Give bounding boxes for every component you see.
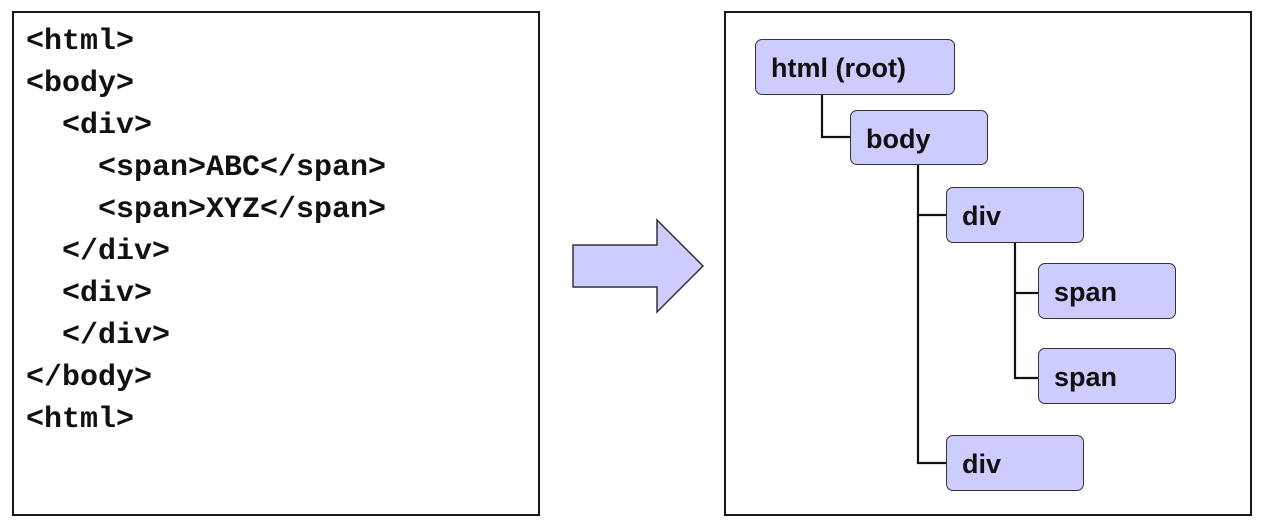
node-label: div [962,201,1002,231]
code-line: <html> [26,403,135,437]
code-line: <html> [26,25,135,59]
html-source-panel: <html> <body> <div> <span>ABC</span> <sp… [12,11,540,516]
code-line: </div> [26,235,171,269]
node-label: span [1054,362,1118,392]
node-label: html (root) [771,53,906,83]
tree-node-span: span [1038,263,1176,319]
tree-node-div: div [946,435,1084,491]
tree-node-html-root: html (root) [755,39,955,95]
code-line: </body> [26,361,153,395]
node-label: div [962,449,1002,479]
tree-node-body: body [850,110,988,165]
node-label: span [1054,277,1118,307]
code-line: <div> [26,109,153,143]
code-line: </div> [26,319,171,353]
tree-node-div: div [946,187,1084,243]
code-line: <div> [26,277,153,311]
code-line: <body> [26,67,135,101]
code-line: <span>ABC</span> [26,151,387,185]
tree-node-span: span [1038,348,1176,404]
right-arrow-icon [572,218,705,314]
code-line: <span>XYZ</span> [26,193,387,227]
node-label: body [866,123,931,154]
